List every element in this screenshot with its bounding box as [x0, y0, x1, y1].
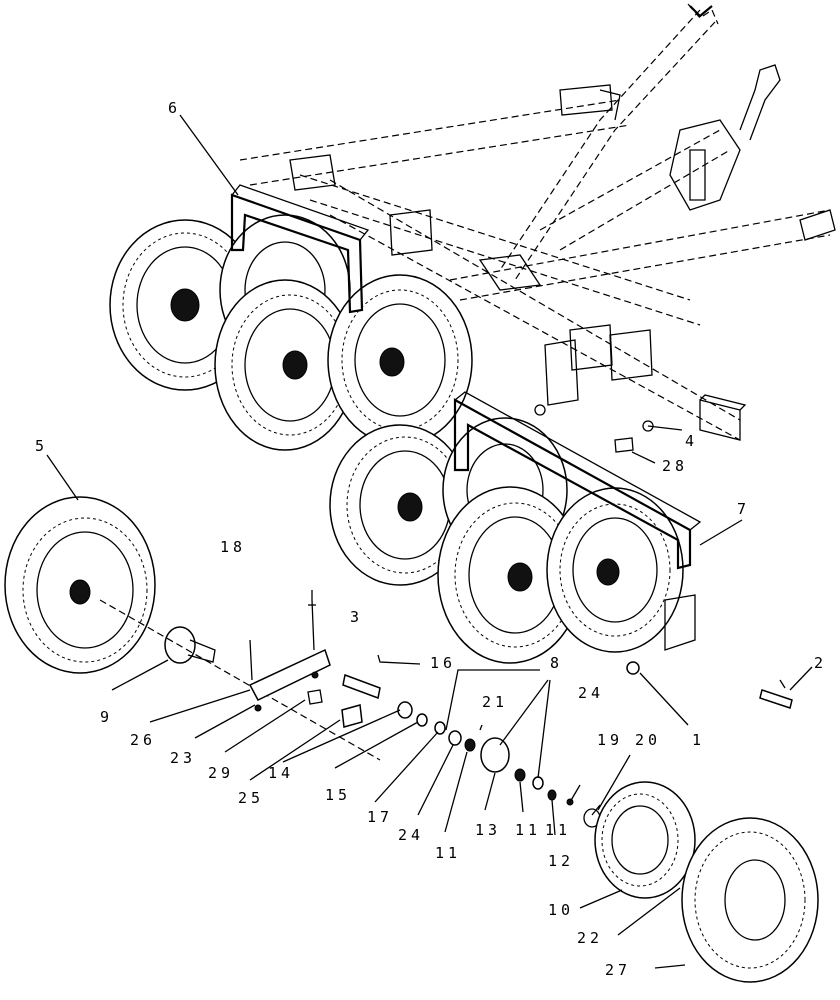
- callout-25: 25: [238, 789, 264, 807]
- frame-assembly: [239, 3, 836, 441]
- callout-10: 10: [548, 901, 574, 919]
- rear-left-wheel-gang: [109, 184, 473, 451]
- callout-5: 5: [35, 437, 48, 455]
- callout-2: 2: [814, 654, 827, 672]
- leader-lines: [46, 114, 813, 969]
- callout-29: 29: [208, 764, 234, 782]
- callout-labels: 6 5 7 4 28 2 1 20 19 8 24 21 3 16 18 9 2…: [35, 99, 827, 979]
- callout-28: 28: [662, 457, 688, 475]
- callout-11-left: 11: [435, 844, 461, 862]
- callout-6: 6: [168, 99, 181, 117]
- callout-4: 4: [685, 432, 698, 450]
- callout-8: 8: [550, 654, 563, 672]
- callout-27: 27: [605, 961, 631, 979]
- callout-13: 13: [475, 821, 501, 839]
- callout-22: 22: [577, 929, 603, 947]
- callout-14: 14: [268, 764, 294, 782]
- callout-11-mid: 11: [515, 821, 541, 839]
- callout-7: 7: [737, 500, 750, 518]
- callout-23: 23: [170, 749, 196, 767]
- callout-24-upper: 24: [578, 684, 604, 702]
- exploded-left-wheel: [4, 496, 381, 761]
- callout-9: 9: [100, 708, 113, 726]
- callout-15: 15: [325, 786, 351, 804]
- callout-16: 16: [430, 654, 456, 672]
- callout-3: 3: [350, 608, 363, 626]
- callout-26: 26: [130, 731, 156, 749]
- callout-17: 17: [367, 808, 393, 826]
- callout-21: 21: [482, 693, 508, 711]
- spindle-parts: [248, 599, 819, 983]
- callout-24-lower: 24: [398, 826, 424, 844]
- callout-18: 18: [220, 538, 246, 556]
- callout-19: 19: [597, 731, 623, 749]
- callout-20: 20: [635, 731, 661, 749]
- rear-right-wheel-gang: [329, 391, 702, 664]
- callout-1: 1: [692, 731, 705, 749]
